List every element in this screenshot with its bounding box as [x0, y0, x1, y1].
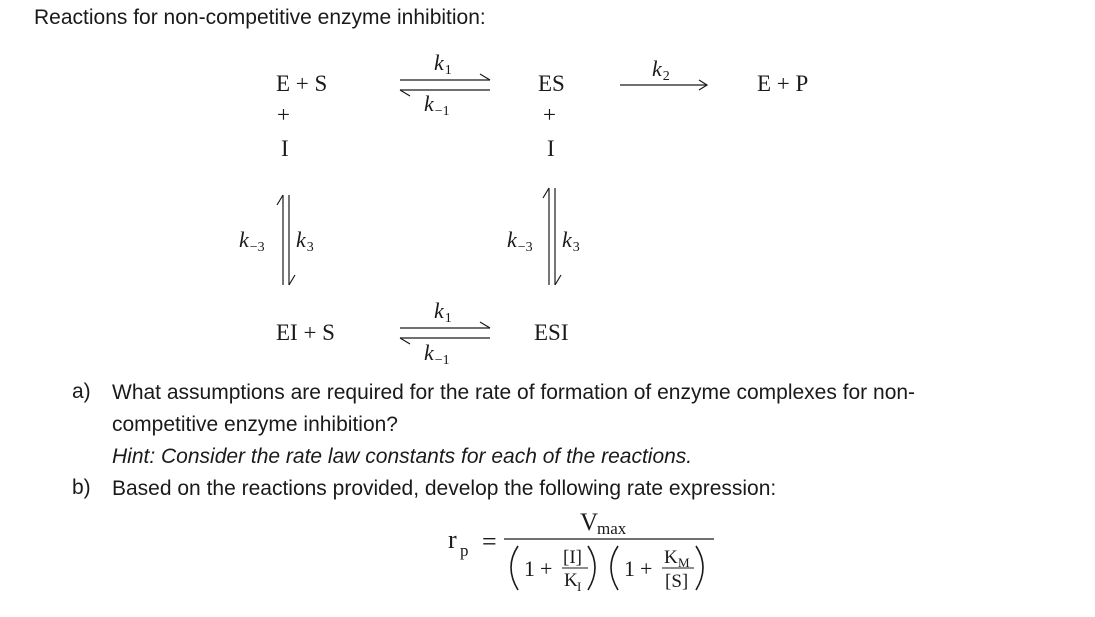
question-a-label: a) — [72, 380, 91, 403]
equilibrium-arrow-left-vertical — [276, 194, 296, 286]
formula-one-2: 1 — [624, 556, 635, 581]
formula-ki-sub: I — [577, 579, 581, 594]
left-paren-2 — [610, 545, 619, 591]
formula-plus-2: + — [640, 556, 652, 581]
equilibrium-arrow-bottom — [399, 321, 491, 345]
formula-plus-1: + — [540, 556, 552, 581]
plus-sign-middle: + — [543, 102, 556, 127]
formula-s-conc: [S] — [665, 571, 688, 592]
right-paren-2 — [695, 545, 704, 591]
inhibitor-middle: I — [547, 136, 555, 161]
rate-k1-top: k1 — [434, 50, 452, 78]
rate-k-minus-1-top: k−1 — [424, 91, 450, 119]
rate-k-minus-3-middle: k−3 — [507, 227, 533, 255]
rate-k3-middle: k3 — [562, 227, 580, 255]
question-a-line-2: competitive enzyme inhibition? — [112, 413, 398, 436]
page-heading: Reactions for non-competitive enzyme inh… — [34, 6, 486, 29]
left-paren-1 — [510, 545, 519, 591]
formula-ki: K — [564, 570, 578, 591]
question-a-text: What assumptions are required for the ra… — [112, 377, 915, 473]
rate-k3-left: k3 — [296, 227, 314, 255]
forward-arrow-k2 — [620, 79, 709, 91]
species-esi: ESI — [534, 320, 569, 345]
inhibitor-left: I — [281, 136, 289, 161]
formula-one-1: 1 — [524, 556, 535, 581]
question-b-text: Based on the reactions provided, develop… — [112, 477, 777, 500]
question-a-hint: Hint: Consider the rate law constants fo… — [112, 445, 693, 468]
right-paren-1 — [587, 545, 596, 591]
question-a-line-1: What assumptions are required for the ra… — [112, 381, 916, 404]
equilibrium-arrow-top — [399, 73, 491, 97]
rate-k2: k2 — [652, 56, 670, 84]
question-b-label: b) — [72, 476, 91, 499]
formula-km: K — [664, 547, 678, 568]
species-e-plus-p: E + P — [757, 71, 809, 96]
rate-expression: r p = V max 1 + [I] K I 1 + K M [S] — [448, 509, 714, 594]
equilibrium-arrow-middle-vertical — [542, 187, 562, 286]
rate-k1-bottom: k1 — [434, 298, 452, 326]
formula-i-conc: [I] — [563, 547, 582, 568]
formula-km-sub: M — [678, 555, 690, 570]
species-ei-plus-s: EI + S — [276, 320, 335, 345]
formula-numerator-sub: max — [597, 519, 627, 538]
formula-lhs-sub: p — [460, 541, 469, 560]
reaction-scheme-arrows — [276, 73, 709, 345]
plus-sign-left: + — [277, 102, 290, 127]
formula-lhs: r — [448, 525, 457, 554]
formula-equals: = — [482, 527, 497, 556]
species-e-plus-s: E + S — [276, 71, 328, 96]
species-es: ES — [538, 71, 565, 96]
rate-k-minus-3-left: k−3 — [239, 227, 265, 255]
formula-numerator: V — [580, 509, 598, 536]
rate-k-minus-1-bottom: k−1 — [424, 340, 450, 368]
